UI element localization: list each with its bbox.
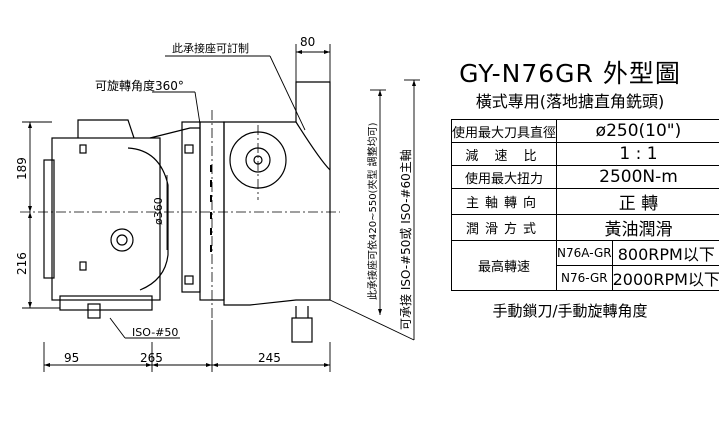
side-port [110, 228, 134, 252]
elbow-curve [127, 147, 169, 291]
left-housing [51, 137, 161, 301]
spec-row-value: 正 轉 [556, 188, 719, 215]
spec-row: 最高轉速 N76A-GR 800RPM以下 [450, 240, 719, 291]
spec-row: 使用最大刀具直徑 ø250(10") [450, 119, 719, 143]
spec-row-label: 使用最大刀具直徑 [450, 119, 558, 143]
bottom-base [59, 295, 153, 311]
dim-top-width: 80 [300, 35, 315, 49]
bearing-seat-note: 此承接座可訂制 [172, 41, 249, 55]
dimension-lines [22, 44, 420, 372]
spec-row: N76-GR 2000RPM以下 [452, 265, 719, 291]
swivel-note: 可旋轉角度360° [95, 78, 184, 93]
spec-row-value: 2500N-m [556, 165, 719, 189]
spec-table: 使用最大刀具直徑 ø250(10") 減 速 比 1 : 1 使用最大扭力 25… [450, 119, 719, 291]
spec-row: 主軸轉向 正 轉 [450, 188, 719, 215]
dim-height-upper: 189 [15, 157, 29, 180]
bottom-spindle [291, 317, 313, 343]
elbow-upper [149, 127, 200, 139]
spec-row-label: 潤滑方式 [450, 214, 558, 241]
vertical-note-2: 可承接 ISO-#50或 ISO-#60主軸 [398, 149, 413, 330]
speed-value: 800RPM以下 [611, 240, 719, 266]
bottom-plug [87, 303, 101, 319]
dim-height-lower: 216 [15, 252, 29, 275]
dia-label: ø360 [152, 197, 165, 225]
arrowheads [28, 50, 416, 367]
vertical-note-1: 此承接座可依420~550(夾型 調整均可) [366, 122, 379, 300]
spec-subtitle: 橫式專用(落地搪直角銑頭) [475, 92, 665, 111]
right-housing [223, 81, 331, 306]
iso-label: ISO-#50 [132, 326, 178, 339]
spec-note: 手動鎖刀/手動旋轉角度 [492, 302, 648, 320]
left-cap [43, 159, 55, 279]
spec-row-label: 使用最大扭力 [450, 165, 558, 189]
dim-width-left: 95 [64, 351, 79, 365]
spec-row: 潤滑方式 黃油潤滑 [450, 214, 719, 241]
housing-curve [295, 121, 331, 171]
spec-row-label: 主軸轉向 [450, 188, 558, 215]
speed-label: 最高轉速 [450, 240, 558, 291]
top-cap [77, 119, 135, 139]
spec-row-value: 黃油潤滑 [556, 214, 719, 241]
speed-model: N76A-GR [556, 240, 613, 266]
spec-row-label: 減 速 比 [450, 142, 558, 166]
dim-width-right: 245 [258, 351, 281, 365]
spec-row-value: 1 : 1 [556, 142, 719, 166]
spec-row: 使用最大扭力 2500N-m [450, 165, 719, 189]
spec-row: 減 速 比 1 : 1 [450, 142, 719, 166]
spec-title: GY-N76GR 外型圖 [459, 59, 681, 88]
speed-model: N76-GR [556, 265, 613, 291]
dim-width-mid: 265 [140, 351, 163, 365]
side-port-inner [116, 234, 128, 246]
spec-row-value: ø250(10") [556, 119, 719, 143]
speed-value: 2000RPM以下 [611, 265, 719, 291]
centerlines [20, 110, 340, 320]
flange-bolts [79, 144, 194, 285]
